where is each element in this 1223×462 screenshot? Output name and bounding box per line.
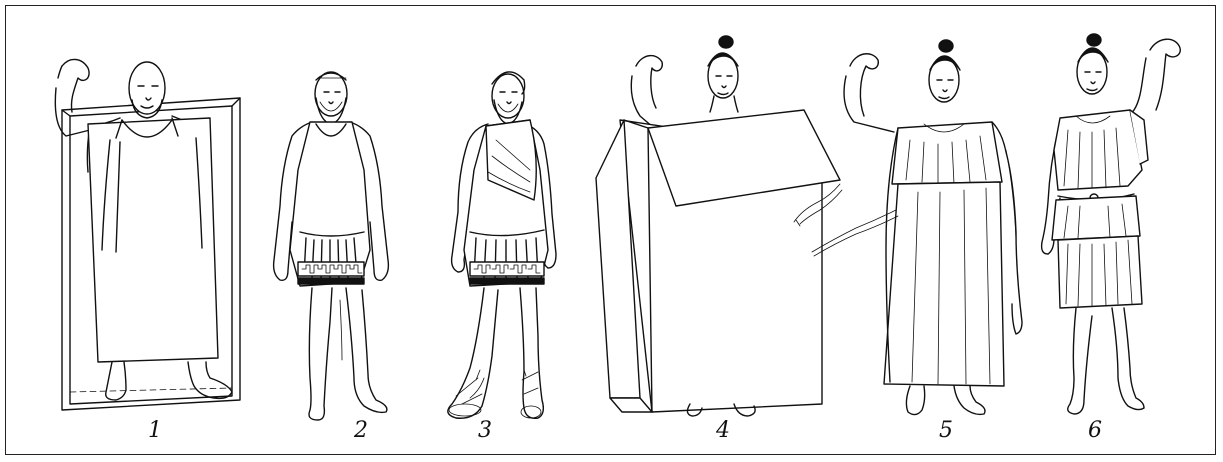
figure-2-short-chiton — [274, 72, 389, 420]
figure-3-exomis — [448, 72, 556, 418]
figure-5-long-peplos — [812, 40, 1022, 415]
figure-3-label: 3 — [470, 418, 500, 443]
figure-6-label: 6 — [1080, 418, 1110, 443]
figure-1-chiton-cloth — [55, 59, 240, 410]
figure-4-label: 4 — [708, 418, 738, 443]
figure-6-girded-peplos — [1042, 34, 1181, 414]
figure-4-peplos-cloth — [596, 36, 842, 416]
figure-2-label: 2 — [346, 418, 376, 443]
figure-5-label: 5 — [931, 418, 961, 443]
figure-1-label: 1 — [140, 418, 170, 443]
